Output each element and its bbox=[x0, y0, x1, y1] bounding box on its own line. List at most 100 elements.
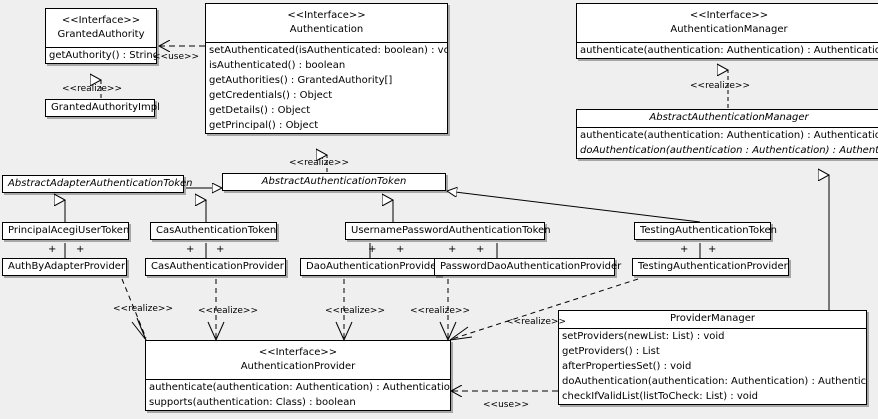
edge-label-realize-authbyadapter: <<realize>> bbox=[113, 304, 173, 314]
class-name: DaoAuthenticationProvider bbox=[306, 261, 441, 272]
operations-compartment: authenticate(authentication: Authenticat… bbox=[577, 127, 878, 158]
stereotype-label: <<Interface>> bbox=[61, 15, 141, 26]
operation-row: supports(authentication: Class) : boolea… bbox=[149, 397, 356, 408]
class-header: CasAuthenticationToken bbox=[151, 223, 276, 239]
class-name: CasAuthenticationProvider bbox=[151, 261, 284, 272]
class-header: ProviderManager bbox=[559, 311, 866, 328]
assoc-plus-username-right-2: + bbox=[476, 244, 485, 255]
class-header: AbstractAuthenticationToken bbox=[223, 174, 445, 190]
operation-row: authenticate(authentication: Authenticat… bbox=[580, 130, 878, 141]
class-authentication-manager[interactable]: <<Interface>> AuthenticationManager auth… bbox=[576, 3, 878, 59]
class-name: UsernamePasswordAuthenticationToken bbox=[351, 225, 551, 236]
class-cas-authentication-provider[interactable]: CasAuthenticationProvider bbox=[145, 258, 286, 276]
operation-row: doAuthentication(authentication: Authent… bbox=[562, 376, 866, 387]
operations-compartment: authenticate(authentication: Authenticat… bbox=[577, 42, 878, 58]
class-header: TestingAuthenticationProvider bbox=[633, 259, 788, 275]
operations-compartment: authenticate(authentication: Authenticat… bbox=[146, 379, 450, 410]
class-password-dao-authentication-provider[interactable]: PasswordDaoAuthenticationProvider bbox=[434, 258, 622, 276]
class-cas-authentication-token[interactable]: CasAuthenticationToken bbox=[150, 222, 277, 240]
edge-label-realize-passworddao: <<realize>> bbox=[410, 306, 470, 316]
class-name: PasswordDaoAuthenticationProvider bbox=[440, 261, 622, 272]
class-header: <<Interface>> Authentication bbox=[206, 4, 447, 42]
class-header: <<Interface>> AuthenticationProvider bbox=[146, 341, 450, 379]
operations-compartment: setAuthenticated(isAuthenticated: boolea… bbox=[206, 42, 447, 133]
operation-row: afterPropertiesSet() : void bbox=[562, 361, 692, 372]
edge-label-realize-cas: <<realize>> bbox=[198, 306, 258, 316]
class-name: ProviderManager bbox=[669, 313, 755, 324]
class-header: AbstractAuthenticationManager bbox=[577, 110, 878, 127]
class-header: <<Interface>> GrantedAuthority bbox=[46, 9, 156, 47]
class-header: TestingAuthenticationToken bbox=[635, 223, 778, 239]
assoc-plus-cas-left: + bbox=[186, 244, 195, 255]
assoc-plus-testing-right: + bbox=[708, 244, 717, 255]
class-principal-acegi-user-token[interactable]: PrincipalAcegiUserToken bbox=[2, 222, 129, 240]
class-name: AuthenticationProvider bbox=[240, 361, 356, 372]
operation-row: getProviders() : List bbox=[562, 346, 660, 357]
class-name: GrantedAuthority bbox=[57, 29, 145, 40]
class-name: Authentication bbox=[289, 24, 364, 35]
assoc-plus-testing-left: + bbox=[680, 244, 689, 255]
edge-generalize-testingauthenticationtoken bbox=[447, 191, 701, 223]
class-name: AuthenticationManager bbox=[670, 24, 788, 35]
operation-row: getDetails() : Object bbox=[209, 105, 311, 116]
class-abstract-adapter-authentication-token[interactable]: AbstractAdapterAuthenticationToken bbox=[2, 175, 193, 193]
class-header: AuthByAdapterProvider bbox=[3, 259, 126, 275]
class-header: UsernamePasswordAuthenticationToken bbox=[346, 223, 551, 239]
class-authentication-provider[interactable]: <<Interface>> AuthenticationProvider aut… bbox=[145, 340, 451, 411]
class-name: AuthByAdapterProvider bbox=[8, 261, 126, 272]
class-granted-authority[interactable]: <<Interface>> GrantedAuthority getAuthor… bbox=[45, 8, 157, 64]
class-abstract-authentication-token[interactable]: AbstractAuthenticationToken bbox=[222, 173, 446, 191]
class-header: <<Interface>> AuthenticationManager bbox=[577, 4, 878, 42]
class-name: TestingAuthenticationProvider bbox=[638, 261, 788, 272]
operation-row: setProviders(newList: List) : void bbox=[562, 331, 725, 342]
class-name: CasAuthenticationToken bbox=[156, 225, 277, 236]
edge-label-realize-grantedauthorityimpl: <<realize>> bbox=[62, 84, 122, 94]
operation-row: authenticate(authentication: Authenticat… bbox=[580, 45, 878, 56]
class-provider-manager[interactable]: ProviderManager setProviders(newList: Li… bbox=[558, 310, 867, 405]
class-header: CasAuthenticationProvider bbox=[146, 259, 285, 275]
class-abstract-authentication-manager[interactable]: AbstractAuthenticationManager authentica… bbox=[576, 109, 878, 159]
operation-row: getAuthorities() : GrantedAuthority[] bbox=[209, 75, 393, 86]
edge-label-realize-abstractauthenticationtoken: <<realize>> bbox=[289, 158, 349, 168]
class-testing-authentication-provider[interactable]: TestingAuthenticationProvider bbox=[632, 258, 789, 276]
assoc-plus-cas-right: + bbox=[216, 244, 225, 255]
class-dao-authentication-provider[interactable]: DaoAuthenticationProvider bbox=[300, 258, 441, 276]
class-granted-authority-impl[interactable]: GrantedAuthorityImpl bbox=[45, 99, 160, 117]
operation-row: checkIfValidList(listToCheck: List) : vo… bbox=[562, 391, 759, 402]
assoc-plus-username-left: + bbox=[368, 244, 377, 255]
operation-row: getCredentials() : Object bbox=[209, 90, 333, 101]
edge-label-realize-testing: <<realize>> bbox=[506, 317, 566, 327]
assoc-plus-principal-right: + bbox=[76, 244, 85, 255]
operations-compartment: setProviders(newList: List) : void getPr… bbox=[559, 328, 866, 404]
operation-row: doAuthentication(authentication : Authen… bbox=[580, 145, 878, 156]
edge-label-realize-abstractauthenticationmanager: <<realize>> bbox=[690, 81, 750, 91]
edge-label-use-grantedauthority: <<use>> bbox=[153, 52, 200, 62]
edge-label-use-providermanager: <<use>> bbox=[483, 400, 530, 410]
operation-row: authenticate(authentication: Authenticat… bbox=[149, 382, 450, 393]
class-header: AbstractAdapterAuthenticationToken bbox=[3, 176, 193, 192]
class-authentication[interactable]: <<Interface>> Authentication setAuthenti… bbox=[205, 3, 448, 134]
class-auth-by-adapter-provider[interactable]: AuthByAdapterProvider bbox=[2, 258, 127, 276]
edge-label-realize-dao: <<realize>> bbox=[325, 306, 385, 316]
stereotype-label: <<Interface>> bbox=[287, 10, 366, 21]
stereotype-label: <<Interface>> bbox=[258, 347, 338, 358]
operation-row: setAuthenticated(isAuthenticated: boolea… bbox=[209, 45, 447, 56]
class-name: AbstractAuthenticationManager bbox=[649, 112, 809, 123]
assoc-plus-principal-left: + bbox=[48, 244, 57, 255]
class-header: DaoAuthenticationProvider bbox=[301, 259, 441, 275]
class-testing-authentication-token[interactable]: TestingAuthenticationToken bbox=[634, 222, 778, 240]
operation-row: getAuthority() : String bbox=[49, 50, 156, 61]
class-header: PrincipalAcegiUserToken bbox=[3, 223, 130, 239]
operation-row: isAuthenticated() : boolean bbox=[209, 60, 346, 71]
assoc-plus-username-left-2: + bbox=[448, 244, 457, 255]
operation-row: getPrincipal() : Object bbox=[209, 120, 319, 131]
class-username-password-authentication-token[interactable]: UsernamePasswordAuthenticationToken bbox=[345, 222, 551, 240]
assoc-plus-username-right: + bbox=[396, 244, 405, 255]
class-name: AbstractAuthenticationToken bbox=[261, 176, 407, 187]
stereotype-label: <<Interface>> bbox=[689, 10, 769, 21]
class-name: AbstractAdapterAuthenticationToken bbox=[8, 178, 193, 189]
class-name: GrantedAuthorityImpl bbox=[51, 102, 160, 113]
class-name: TestingAuthenticationToken bbox=[640, 225, 778, 236]
class-name: PrincipalAcegiUserToken bbox=[8, 225, 130, 236]
